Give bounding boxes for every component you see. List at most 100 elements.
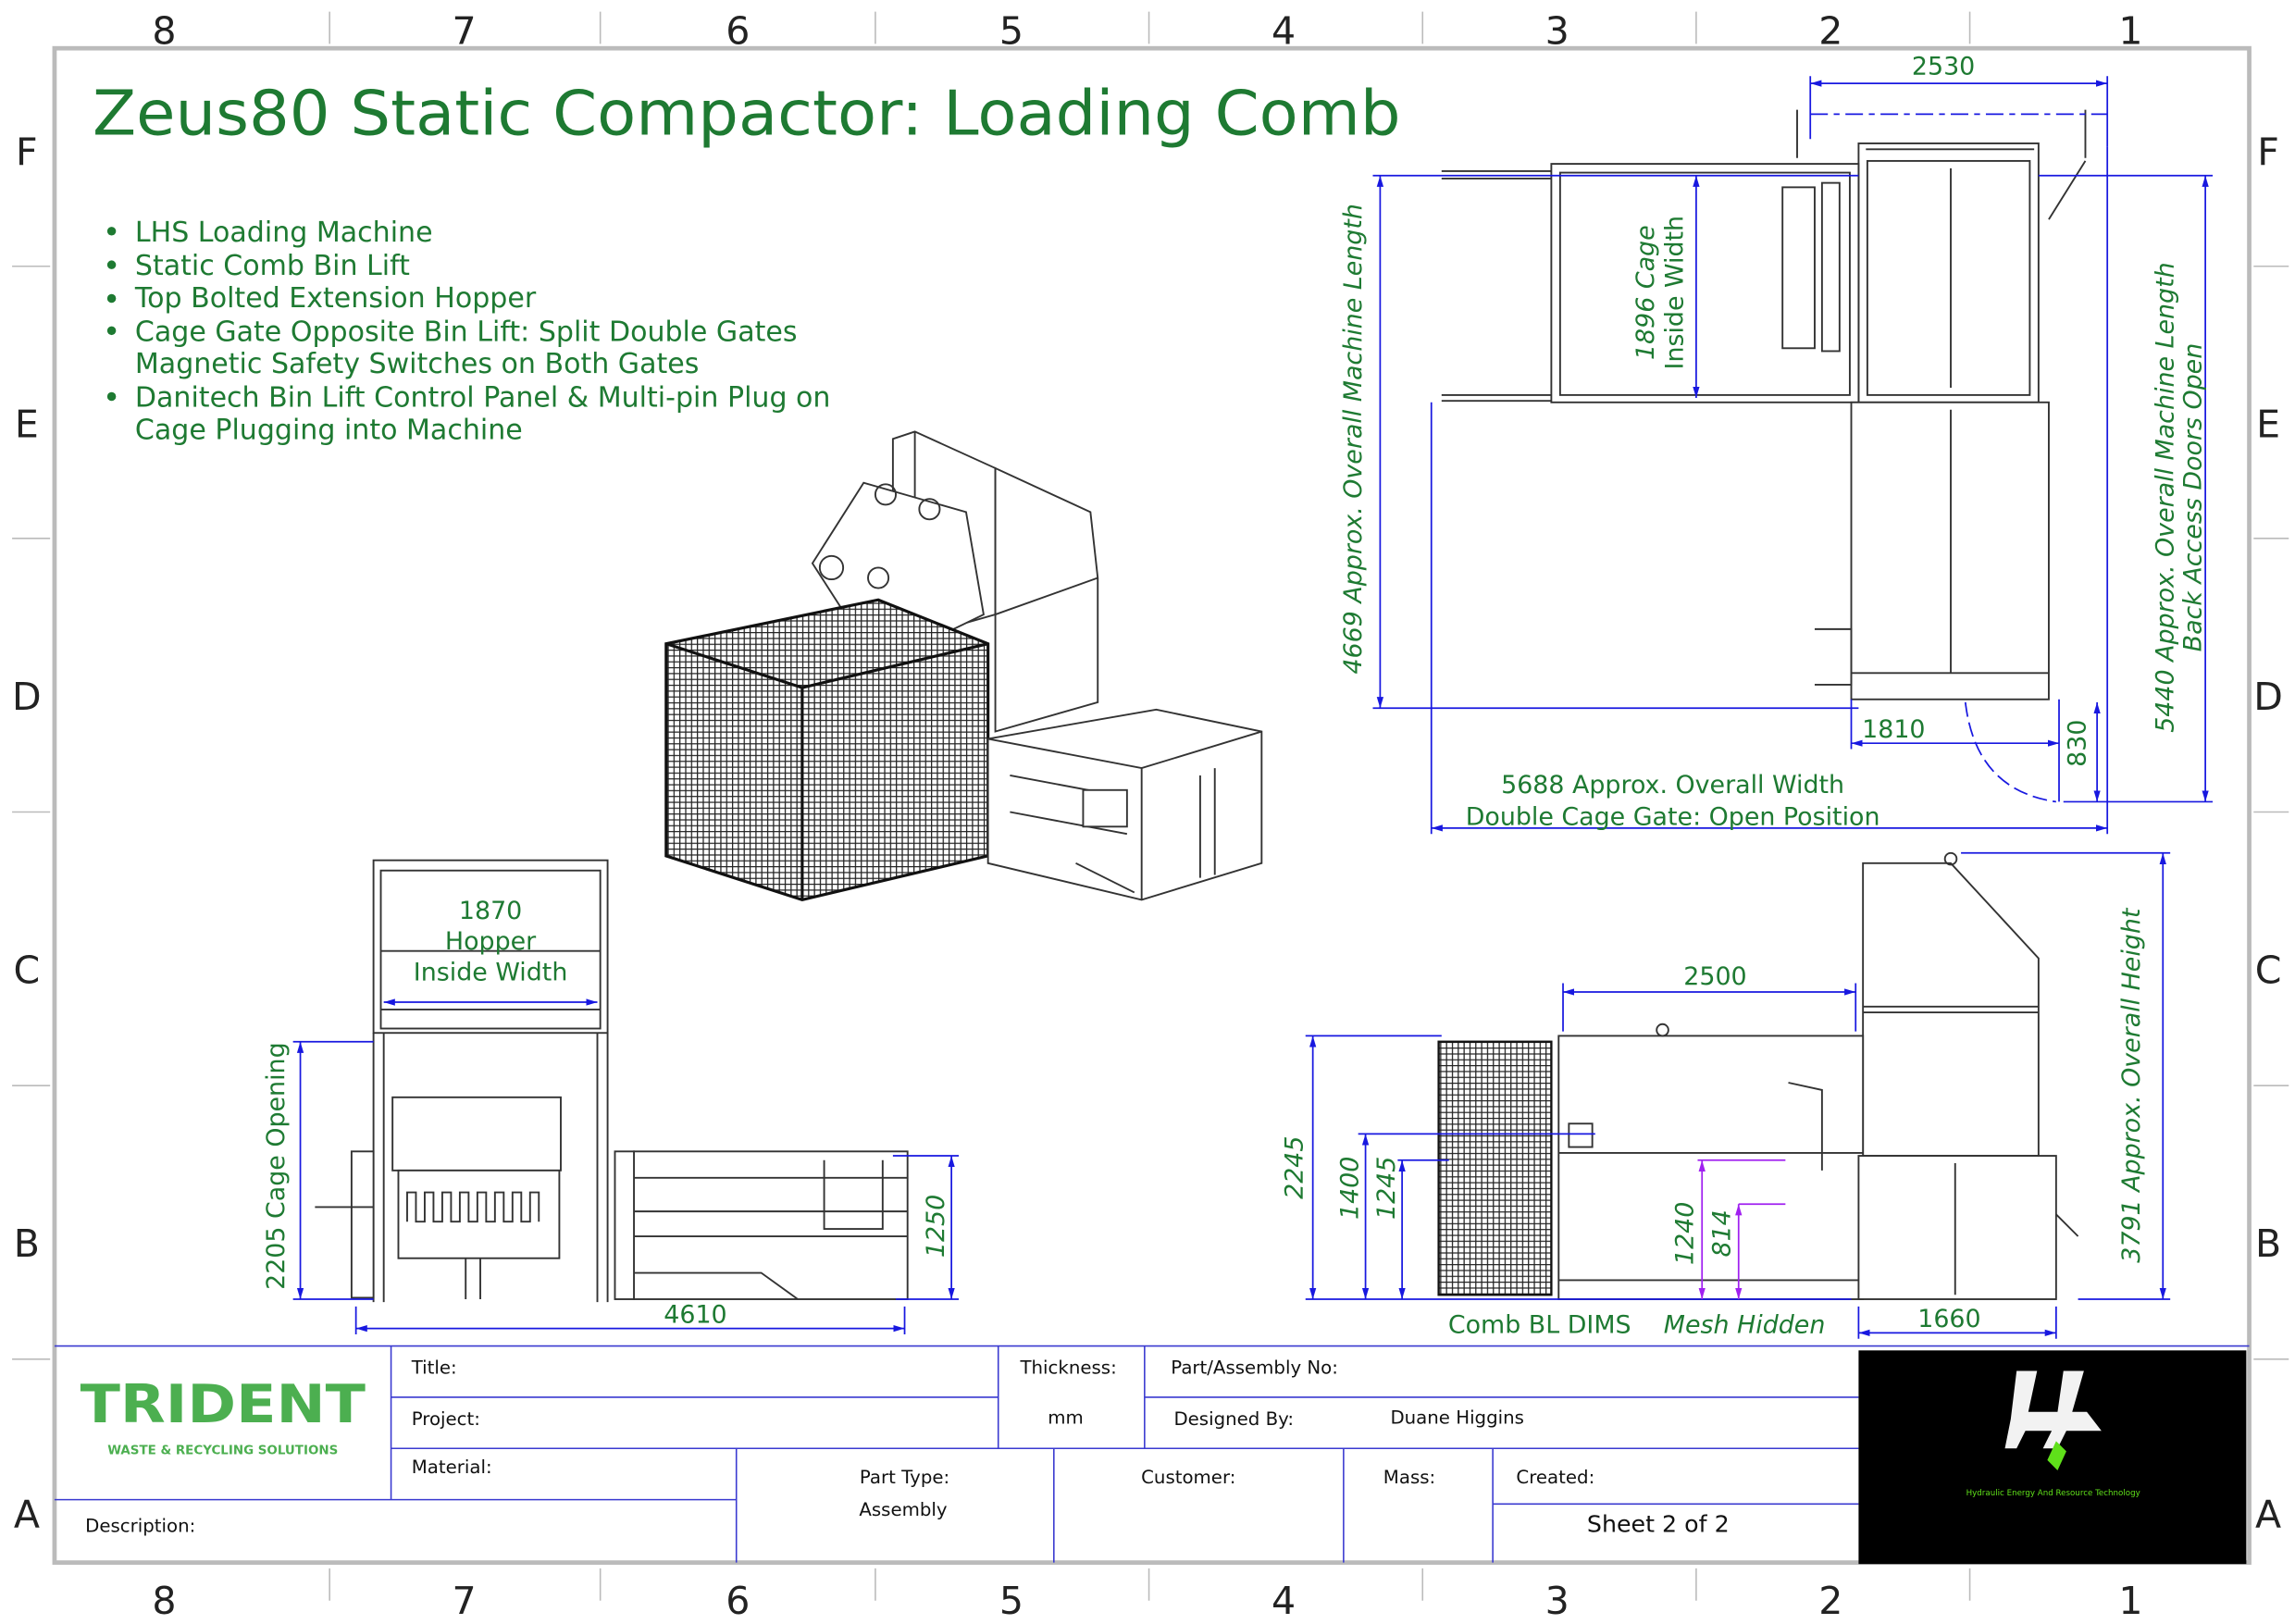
bullet-icon (106, 326, 117, 336)
column-label: 3 (1545, 8, 1569, 53)
column-label: 2 (1818, 1579, 1842, 1623)
dim-1660: 1660 (1917, 1305, 1980, 1333)
column-label: 7 (453, 1579, 477, 1623)
column-label: 3 (1545, 1579, 1569, 1623)
thickness-unit: mm (1048, 1407, 1083, 1428)
column-label: 8 (152, 8, 176, 53)
notes-list: LHS Loading Machine Static Comb Bin Lift… (106, 217, 831, 446)
row-label: B (2255, 1221, 2281, 1266)
dim-2500: 2500 (1683, 962, 1746, 991)
customer-label: Customer: (1141, 1467, 1235, 1488)
isometric-view (664, 430, 1263, 902)
dim-1870-label: Hopper (445, 927, 537, 956)
designed-by-label: Designed By: (1173, 1408, 1294, 1430)
title-block: TRIDENT WASTE & RECYCLING SOLUTIONS Titl… (54, 1345, 2250, 1565)
description-label: Description: (85, 1515, 195, 1536)
column-label: 2 (1818, 8, 1842, 53)
note-item: Cage Gate Opposite Bin Lift: Split Doubl… (135, 316, 798, 348)
row-label: F (2257, 130, 2279, 175)
note-mesh-hidden: Mesh Hidden (1664, 1310, 1826, 1339)
drawing-title: Zeus80 Static Compactor: Loading Comb (93, 77, 1400, 149)
dim-5440-overall-length-line2: Back Access Doors Open (2178, 343, 2207, 652)
hert-logo: Hydraulic Energy And Resource Technology (1858, 1350, 2247, 1565)
row-label: D (12, 675, 42, 719)
dim-830: 830 (2063, 720, 2091, 767)
dim-3791-overall-height: 3791 Approx. Overall Height (2117, 907, 2146, 1263)
sheet-border (12, 11, 2289, 1601)
h-logo-accent-icon (2047, 1441, 2066, 1470)
column-label: 4 (1272, 1579, 1296, 1623)
dim-1250: 1250 (922, 1195, 950, 1258)
grid-row-labels-right: F E D C B A (2253, 130, 2283, 1537)
row-label: E (2256, 403, 2280, 447)
dim-1400: 1400 (1336, 1157, 1365, 1220)
side-view: 2500 2245 1400 1245 1240 814 3791 Approx… (1281, 851, 2171, 1339)
project-label: Project: (412, 1408, 480, 1430)
column-label: 7 (453, 8, 477, 53)
dim-1240: 1240 (1671, 1202, 1700, 1265)
note-item: Top Bolted Extension Hopper (134, 282, 537, 315)
column-label: 6 (726, 8, 750, 53)
h-logo-icon (2004, 1370, 2102, 1449)
dim-2245: 2245 (1281, 1136, 1309, 1199)
trident-logo-name: TRIDENT (81, 1374, 366, 1435)
part-type-label: Part Type: (860, 1467, 949, 1488)
row-label: E (15, 403, 39, 447)
column-label: 6 (726, 1579, 750, 1623)
column-label: 1 (2118, 8, 2142, 53)
hert-logo-tagline: Hydraulic Energy And Resource Technology (1966, 1489, 2140, 1498)
dim-1870-label-line2: Inside Width (414, 958, 568, 986)
front-view: 1870 Hopper Inside Width 2205 Cage Openi… (262, 859, 960, 1334)
note-item-continued: Cage Plugging into Machine (135, 414, 523, 446)
grid-column-labels-bottom: 8 7 6 5 4 3 2 1 (152, 1579, 2142, 1623)
dim-1245: 1245 (1372, 1157, 1401, 1220)
title-label: Title: (411, 1357, 457, 1379)
created-label: Created: (1516, 1467, 1594, 1488)
dim-1896-cage-width-line2: Inside Width (1661, 216, 1690, 370)
dim-2205-cage-opening: 2205 Cage Opening (262, 1042, 291, 1289)
row-label: A (14, 1493, 40, 1537)
dim-4669-machine-length: 4669 Approx. Overall Machine Length (1339, 204, 1368, 674)
mass-label: Mass: (1383, 1467, 1435, 1488)
row-label: C (2255, 948, 2282, 992)
column-label: 4 (1272, 8, 1296, 53)
designed-by-value: Duane Higgins (1390, 1407, 1523, 1428)
dim-814: 814 (1707, 1209, 1736, 1257)
note-item-continued: Magnetic Safety Switches on Both Gates (135, 348, 699, 380)
note-item: Danitech Bin Lift Control Panel & Multi-… (135, 382, 831, 415)
dim-5440-overall-length: 5440 Approx. Overall Machine Length (2151, 262, 2179, 732)
dim-4610: 4610 (664, 1300, 726, 1329)
sheet-number: Sheet 2 of 2 (1587, 1510, 1730, 1537)
dim-5688-overall-width: 5688 Approx. Overall Width (1501, 771, 1844, 800)
column-label: 5 (999, 1579, 1023, 1623)
row-label: D (2253, 675, 2283, 719)
bullet-icon (106, 227, 117, 236)
note-item: LHS Loading Machine (135, 217, 433, 249)
bullet-icon (106, 260, 117, 269)
note-comb-bl-dims: Comb BL DIMS (1448, 1310, 1631, 1339)
bullet-icon (106, 391, 117, 402)
column-label: 5 (999, 8, 1023, 53)
row-label: F (16, 130, 38, 175)
material-label: Material: (412, 1457, 492, 1478)
row-label: B (14, 1221, 40, 1266)
dim-1896-cage-width: 1896 Cage (1631, 225, 1660, 360)
part-assembly-no-label: Part/Assembly No: (1171, 1357, 1338, 1379)
grid-row-labels-left: F E D C B A (12, 130, 42, 1537)
trident-logo: TRIDENT WASTE & RECYCLING SOLUTIONS (81, 1374, 366, 1458)
note-item: Static Comb Bin Lift (135, 250, 410, 282)
plan-view: 2530 4669 Approx. Overall Machine Length… (1339, 53, 2214, 835)
row-label: C (14, 948, 41, 992)
dim-2530: 2530 (1912, 53, 1975, 81)
trident-logo-tagline: WASTE & RECYCLING SOLUTIONS (107, 1444, 338, 1458)
bullet-icon (106, 293, 117, 304)
column-label: 8 (152, 1579, 176, 1623)
grid-column-labels-top: 8 7 6 5 4 3 2 1 (152, 8, 2142, 53)
thickness-label: Thickness: (1019, 1357, 1116, 1379)
row-label: A (2255, 1493, 2281, 1537)
column-label: 1 (2118, 1579, 2142, 1623)
dim-5688-overall-width-line2: Double Cage Gate: Open Position (1466, 803, 1880, 832)
dim-1810: 1810 (1862, 715, 1925, 744)
dim-1870: 1870 (459, 897, 522, 925)
